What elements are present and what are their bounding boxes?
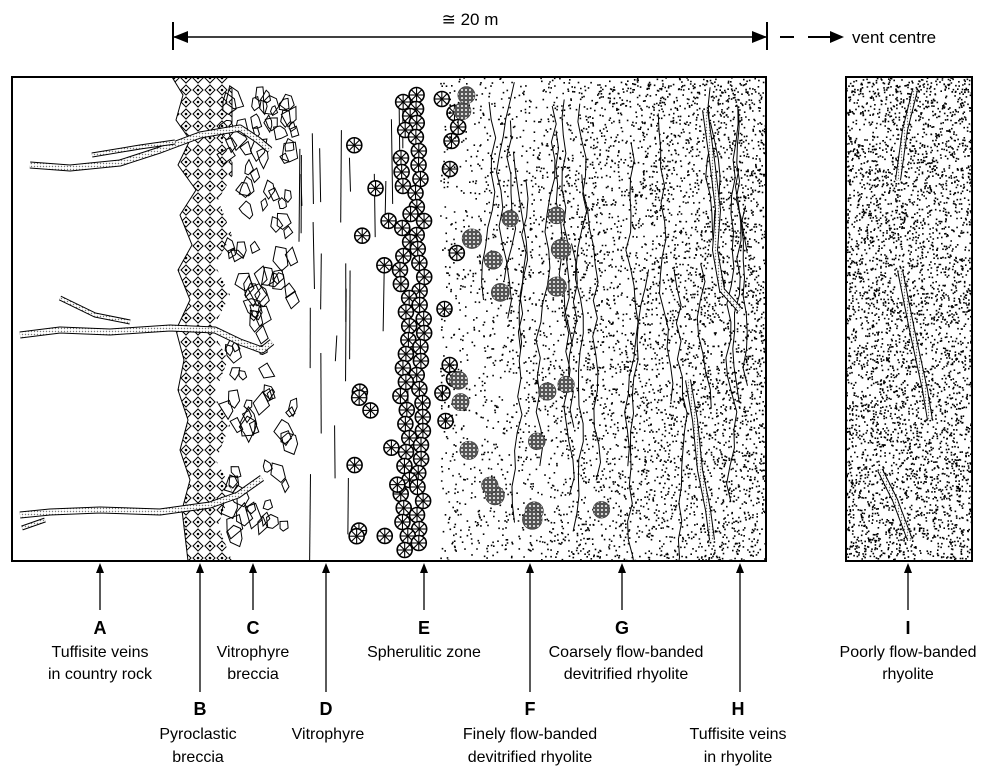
zone-h-desc-1: Tuffisite veins [690, 726, 787, 743]
zone-c-desc-2: breccia [227, 666, 279, 683]
zone-g-desc-2: devitrified rhyolite [564, 666, 689, 683]
zone-c-letter: C [247, 618, 260, 638]
scale-bar: ≅ 20 m vent centre [173, 10, 936, 50]
scale-label: ≅ 20 m [442, 10, 499, 29]
zone-i-desc-1: Poorly flow-banded [840, 644, 977, 661]
zone-c-desc-1: Vitrophyre [217, 644, 290, 661]
zone-e-desc-1: Spherulitic zone [367, 644, 481, 661]
zone-f-desc-1: Finely flow-banded [463, 726, 597, 743]
zone-a-letter: A [94, 618, 107, 638]
zone-b-letter: B [194, 699, 207, 719]
arrow-right-icon [830, 31, 844, 43]
zone-b-desc-2: breccia [172, 749, 224, 766]
zone-a-desc-1: Tuffisite veins [52, 644, 149, 661]
zone-h-letter: H [732, 699, 745, 719]
zone-f-desc-2: devitrified rhyolite [468, 749, 593, 766]
zone-f-letter: F [525, 699, 536, 719]
zone-i-desc-2: rhyolite [882, 666, 934, 683]
poorly-banded-panel [846, 77, 974, 563]
zone-labels: A Tuffisite veins in country rock B Pyro… [48, 618, 977, 766]
zone-a-desc-2: in country rock [48, 666, 153, 683]
zone-d-desc-1: Vitrophyre [292, 726, 365, 743]
zone-e-letter: E [418, 618, 430, 638]
zone-i-letter: I [905, 618, 910, 638]
zone-d-letter: D [320, 699, 333, 719]
main-section-panel [12, 77, 768, 666]
zone-g-desc-1: Coarsely flow-banded [549, 644, 704, 661]
zone-g-letter: G [615, 618, 629, 638]
zone-pointers [96, 563, 912, 692]
vent-centre-label: vent centre [852, 28, 936, 47]
zone-b-desc-1: Pyroclastic [159, 726, 236, 743]
zone-h-desc-2: in rhyolite [704, 749, 773, 766]
